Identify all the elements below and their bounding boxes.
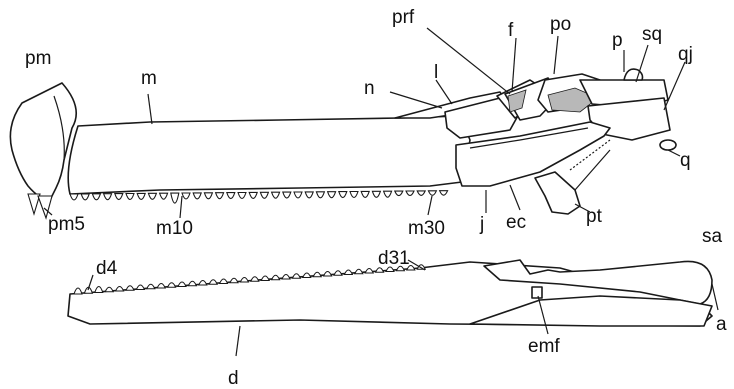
maxillary-tooth-row bbox=[70, 191, 448, 203]
maxillary-tooth bbox=[440, 191, 448, 196]
dentary-tooth bbox=[355, 269, 363, 274]
label-q: q bbox=[680, 150, 691, 171]
dentary-tooth bbox=[282, 275, 290, 280]
dentary-tooth bbox=[116, 287, 124, 292]
maxillary-tooth bbox=[70, 194, 78, 200]
dentary-tooth bbox=[292, 274, 300, 279]
label-m30: m30 bbox=[408, 218, 445, 239]
mandibular-fenestra-mark bbox=[532, 287, 542, 298]
dentary-tooth bbox=[199, 281, 207, 286]
label-n: n bbox=[364, 78, 375, 99]
dentary-tooth bbox=[272, 275, 280, 280]
maxillary-tooth bbox=[283, 192, 291, 198]
maxillary-tooth bbox=[406, 191, 414, 196]
label-d31: d31 bbox=[378, 248, 410, 269]
dentary-tooth bbox=[344, 270, 352, 275]
label-sa: sa bbox=[702, 226, 723, 247]
maxillary-tooth bbox=[115, 194, 123, 200]
maxillary-tooth bbox=[339, 192, 347, 198]
dentary-tooth bbox=[105, 287, 113, 292]
maxillary-tooth bbox=[92, 194, 100, 200]
maxillary-tooth bbox=[148, 193, 156, 199]
maxillary-tooth bbox=[417, 191, 425, 196]
maxillary-tooth bbox=[104, 194, 112, 200]
dentary-tooth bbox=[126, 286, 134, 291]
maxillary-tooth bbox=[249, 192, 257, 198]
label-po: po bbox=[550, 14, 571, 35]
maxillary-tooth bbox=[428, 191, 436, 196]
label-m: m bbox=[141, 68, 157, 89]
maxillary-tooth bbox=[182, 193, 190, 199]
maxillary-tooth bbox=[227, 193, 235, 199]
maxillary-tooth bbox=[384, 191, 392, 197]
label-l: l bbox=[434, 62, 438, 83]
label-f: f bbox=[508, 20, 514, 41]
dentary-tooth bbox=[303, 273, 311, 278]
pterygoid-bone bbox=[535, 172, 580, 214]
maxillary-tooth bbox=[238, 193, 246, 199]
maxillary-tooth bbox=[294, 192, 302, 198]
dentary-tooth bbox=[251, 277, 259, 282]
maxillary-tooth bbox=[126, 194, 134, 200]
maxillary-tooth bbox=[272, 192, 280, 198]
label-j: j bbox=[479, 214, 484, 235]
maxillary-tooth bbox=[350, 192, 358, 198]
premaxilla-bone bbox=[10, 83, 76, 200]
label-d4: d4 bbox=[96, 258, 118, 279]
maxillary-tooth bbox=[361, 191, 369, 197]
dentary-tooth bbox=[220, 279, 228, 284]
dentary-tooth bbox=[188, 281, 196, 286]
dentary-tooth bbox=[240, 278, 248, 283]
maxillary-tooth bbox=[137, 193, 145, 199]
label-p: p bbox=[612, 30, 623, 51]
maxillary-tooth bbox=[160, 193, 168, 199]
dentary-tooth bbox=[209, 280, 217, 285]
maxillary-tooth bbox=[305, 192, 313, 198]
dentary-tooth bbox=[147, 284, 155, 289]
maxillary-tooth bbox=[395, 191, 403, 196]
label-emf: emf bbox=[528, 336, 560, 357]
label-ec: ec bbox=[506, 212, 526, 233]
dentary-tooth bbox=[168, 283, 176, 288]
dentary-tooth bbox=[261, 276, 269, 281]
label-prf: prf bbox=[392, 7, 415, 28]
dentary-tooth bbox=[178, 282, 186, 287]
label-m10: m10 bbox=[156, 218, 193, 239]
maxillary-tooth bbox=[171, 193, 179, 203]
maxillary-tooth bbox=[328, 192, 336, 198]
label-pm5: pm5 bbox=[48, 214, 85, 235]
dentary-tooth bbox=[334, 271, 342, 276]
maxillary-tooth bbox=[216, 193, 224, 199]
maxillary-tooth bbox=[193, 193, 201, 199]
maxillary-tooth bbox=[372, 191, 380, 197]
dentary-tooth bbox=[74, 288, 82, 294]
label-qj: qj bbox=[678, 44, 693, 65]
dentary-tooth bbox=[136, 285, 144, 290]
maxillary-tooth bbox=[260, 192, 268, 198]
label-pm: pm bbox=[25, 48, 51, 69]
dentary-tooth bbox=[95, 287, 103, 293]
dentary-tooth bbox=[157, 284, 165, 289]
label-d: d bbox=[228, 368, 239, 389]
quadrate-condyle bbox=[660, 140, 676, 150]
maxilla-bone bbox=[68, 116, 470, 194]
maxillary-tooth bbox=[81, 194, 89, 200]
label-pt: pt bbox=[586, 206, 603, 227]
dentary-tooth bbox=[324, 272, 332, 277]
maxillary-tooth bbox=[204, 193, 212, 199]
label-a: a bbox=[716, 314, 727, 335]
label-sq: sq bbox=[642, 24, 662, 45]
dentary-tooth bbox=[365, 269, 373, 274]
dentary-tooth bbox=[313, 272, 321, 277]
dentary-tooth bbox=[230, 278, 238, 283]
maxillary-tooth bbox=[316, 192, 324, 198]
